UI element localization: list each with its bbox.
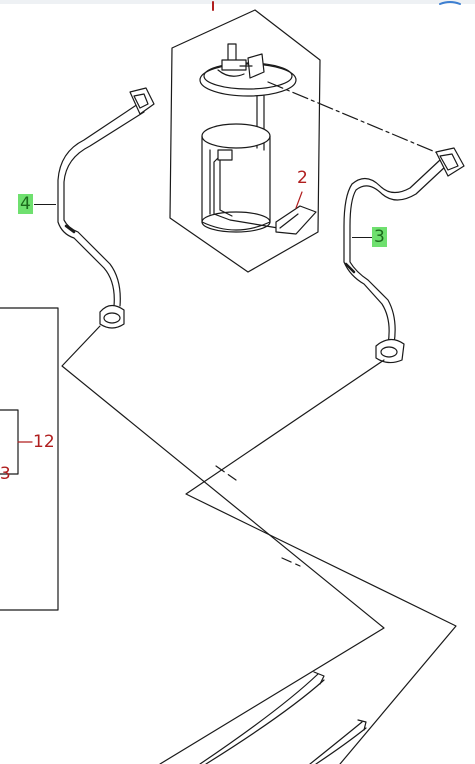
lower-fuel-lines xyxy=(199,671,367,764)
fuel-pump-assembly-outline xyxy=(169,9,321,273)
callout-part-3: 3 xyxy=(372,227,387,247)
fuel-hose-4 xyxy=(57,87,155,329)
callout-part-12: 12 xyxy=(33,432,55,452)
corner-arc xyxy=(439,1,461,5)
fuel-pump-flange xyxy=(199,43,297,97)
callout-2-leader xyxy=(295,191,303,209)
fuel-hose-3 xyxy=(343,147,465,364)
routing-dash-2 xyxy=(281,557,301,567)
center-line-right xyxy=(267,81,441,155)
routing-line-right xyxy=(185,359,457,764)
routing-line-left xyxy=(61,325,385,764)
callout-part-1: 1 xyxy=(208,0,217,2)
fuel-level-sender xyxy=(213,149,317,235)
callout-part-4: 4 xyxy=(18,194,33,214)
top-edge-strip xyxy=(0,0,475,4)
fuel-pump-canister xyxy=(201,123,271,233)
callout-part-13: 13 xyxy=(0,464,11,484)
routing-dash-1 xyxy=(215,465,237,481)
left-parts-box xyxy=(0,307,59,611)
callout-part-2: 2 xyxy=(297,168,308,188)
callout-4-leader xyxy=(34,204,56,205)
callout-3-leader xyxy=(352,237,372,238)
